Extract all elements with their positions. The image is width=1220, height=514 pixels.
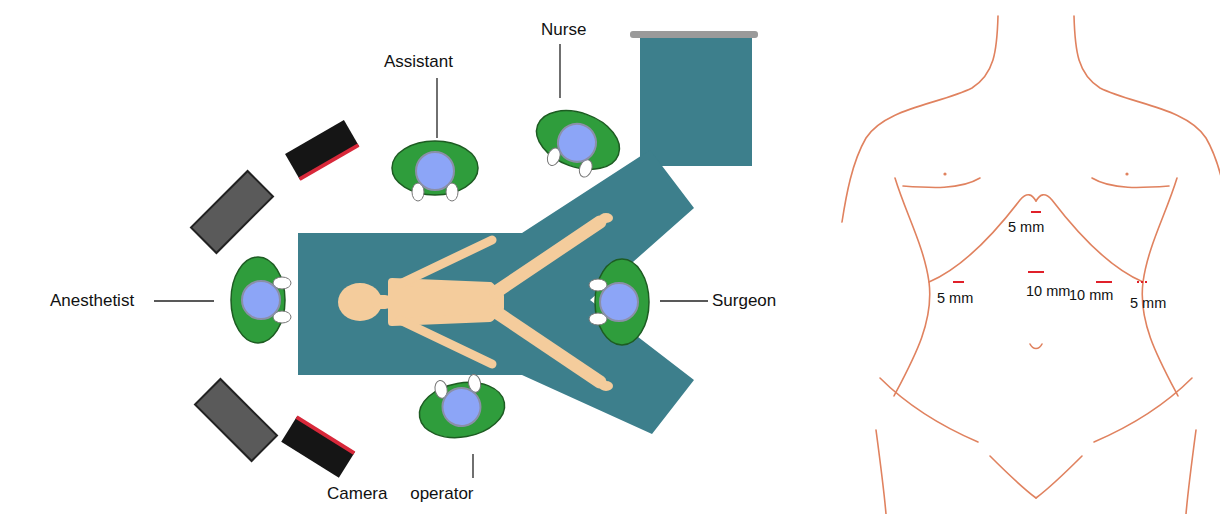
staff-label: Surgeon <box>712 291 776 311</box>
staff-label: Nurse <box>541 20 586 40</box>
patient-figure <box>338 213 613 391</box>
anesthetist-figure <box>231 257 291 343</box>
surgeon-figure <box>589 259 649 345</box>
port-mark <box>953 212 1149 282</box>
torso-outline <box>842 16 1220 514</box>
instrument-table <box>630 31 758 166</box>
monitor <box>281 415 355 477</box>
port-size: 5 mm <box>1130 295 1166 312</box>
assistant-figure <box>392 141 478 201</box>
camera-operator-figure <box>414 370 509 444</box>
port-size: 5 mm <box>937 290 973 307</box>
nurse-figure <box>526 100 627 186</box>
monitor <box>191 171 273 253</box>
monitor <box>195 379 277 461</box>
staff-label: Anesthetist <box>50 291 134 311</box>
leader-line <box>154 44 708 478</box>
port-size: 10 mm <box>1026 283 1070 300</box>
monitor <box>285 120 359 181</box>
staff-label: Assistant <box>384 52 453 72</box>
staff-label: Camera operator <box>327 484 474 504</box>
port-size: 10 mm <box>1069 287 1113 304</box>
port-size: 5 mm <box>1008 219 1044 236</box>
